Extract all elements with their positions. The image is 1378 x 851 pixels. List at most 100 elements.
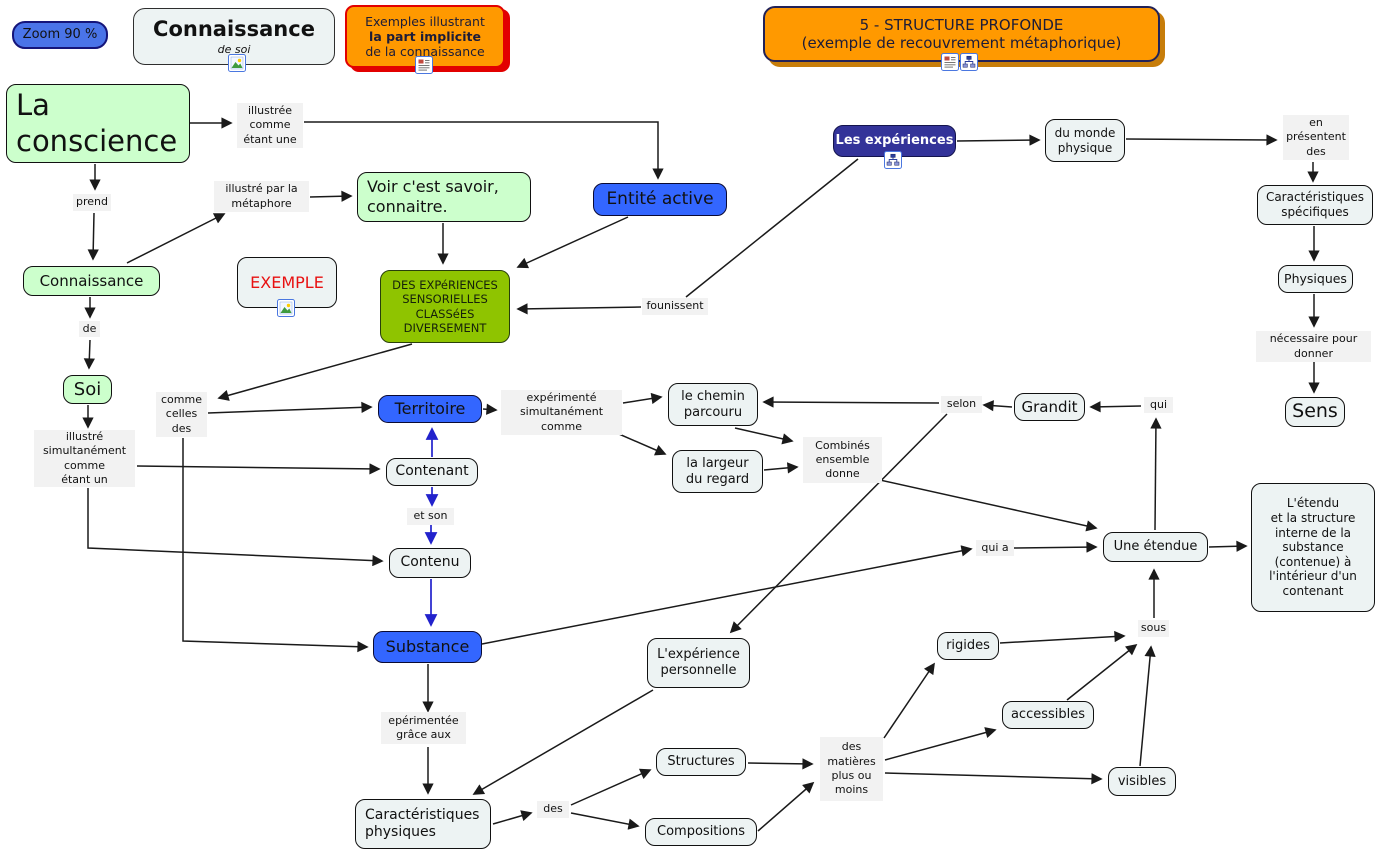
substance[interactable]: Substance [373, 631, 482, 663]
lbl-qui-text: qui [1149, 397, 1167, 411]
e-substance-quia [481, 545, 973, 645]
voir-cest-savoir-text: Voir c'est savoir, [367, 177, 499, 197]
visibles[interactable]: visibles [1108, 767, 1176, 796]
sens[interactable]: Sens [1285, 397, 1345, 427]
e-des-compositions [570, 812, 640, 830]
e-de-soi [83, 339, 95, 370]
connaissance[interactable]: Connaissance [23, 266, 160, 296]
tree-icon[interactable] [884, 151, 902, 173]
compositions[interactable]: Compositions [645, 818, 757, 846]
lbl-qui-a[interactable]: qui a [976, 540, 1014, 556]
territoire[interactable]: Territoire [378, 395, 482, 423]
lbl-comme-celles-des-text: des [171, 421, 192, 435]
banner-exemples-text: de la connaissance [365, 44, 485, 60]
lbl-eperimentee-grace-aux-text: grâce aux [396, 728, 451, 741]
image-icon[interactable] [277, 299, 295, 321]
accessibles-text: accessibles [1010, 707, 1086, 723]
structures[interactable]: Structures [656, 748, 746, 776]
e-experimente-chemin [622, 392, 663, 405]
contenu-text: Contenu [400, 554, 460, 571]
lbl-prend-text: prend [76, 195, 108, 209]
lbl-des-matieres-plus-ou-moins-text: matières [827, 754, 876, 768]
e-grandit-selon [982, 400, 1013, 412]
entite-active[interactable]: Entité active [593, 183, 727, 216]
letendu-structure-text: interne de la [1274, 525, 1352, 540]
lbl-founissent[interactable]: founissent [642, 298, 708, 315]
lbl-et-son[interactable]: et son [407, 508, 454, 525]
une-etendue[interactable]: Une étendue [1103, 532, 1208, 562]
lbl-illustre-par-la-metaphore-text: illustré par la [225, 182, 298, 196]
e-celles-substance [182, 438, 369, 653]
lbl-selon-text: selon [946, 397, 977, 411]
du-monde-physique-text: physique [1057, 140, 1113, 155]
soi[interactable]: Soi [63, 375, 112, 404]
rigides[interactable]: rigides [937, 632, 999, 660]
rigides-text: rigides [946, 638, 990, 654]
document-icon[interactable] [941, 53, 959, 75]
contenu[interactable]: Contenu [389, 548, 471, 578]
e-connaissance-metaphore [126, 213, 226, 264]
e-largeur-combines [763, 462, 799, 474]
banner-structure-profonde-text: (exemple de recouvrement métaphorique) [801, 34, 1122, 52]
e-prend-connaissance [87, 212, 99, 261]
letendu-structure-text: et la structure [1270, 510, 1356, 525]
map-title-text: Connaissance [153, 16, 315, 41]
accessibles[interactable]: accessibles [1002, 701, 1094, 729]
lbl-selon[interactable]: selon [941, 396, 982, 413]
e-illustre-contenant [136, 463, 381, 475]
e-experience-caractphys [472, 689, 654, 795]
e-compositions-matieres [757, 781, 815, 832]
e-qui-grandit [1089, 401, 1142, 413]
lbl-prend[interactable]: prend [73, 194, 111, 211]
voir-cest-savoir[interactable]: Voir c'est savoir,connaitre. [357, 172, 531, 222]
grandit[interactable]: Grandit [1014, 393, 1085, 421]
la-conscience-text: La [16, 88, 50, 123]
lbl-sous[interactable]: sous [1138, 620, 1169, 637]
e-lesexp-founissent [685, 158, 859, 298]
physiques[interactable]: Physiques [1278, 265, 1353, 293]
e-caractphys-des [492, 810, 533, 825]
caracteristiques-physiques-text: Caractéristiques [365, 806, 480, 823]
zoom-control[interactable]: Zoom 90 % [12, 21, 108, 49]
du-monde-physique-text: du monde [1054, 125, 1116, 140]
lbl-experimente-simultanement-text: simultanément [519, 405, 604, 419]
lbl-des[interactable]: des [537, 801, 569, 818]
sens-text: Sens [1292, 400, 1338, 423]
tree-icon[interactable] [960, 53, 978, 75]
lbl-qui-a-text: qui a [981, 540, 1009, 554]
le-chemin-parcouru-text: le chemin [681, 388, 745, 404]
e-territoire-experimente [482, 403, 498, 415]
e-rigides-sous [999, 630, 1126, 644]
la-largeur-du-regard-text: du regard [685, 471, 750, 487]
contenant[interactable]: Contenant [386, 458, 478, 486]
document-icon[interactable] [415, 56, 433, 78]
lbl-des-matieres-plus-ou-moins-text: plus ou [831, 769, 872, 782]
exemple-text: EXEMPLE [250, 272, 324, 292]
image-icon[interactable] [228, 54, 246, 76]
lbl-qui[interactable]: qui [1144, 397, 1173, 413]
lbl-de[interactable]: de [79, 321, 100, 337]
lbl-en-presentent-des-text: des [1306, 144, 1326, 158]
